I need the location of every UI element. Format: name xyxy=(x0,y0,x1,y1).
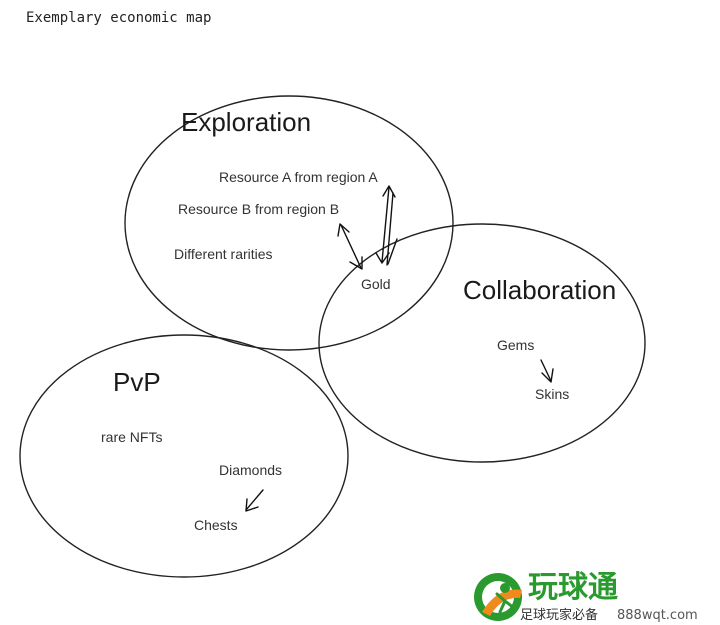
watermark-logo-icon xyxy=(474,573,522,621)
pvp-label: PvP xyxy=(113,367,161,397)
resource-a-label: Resource A from region A xyxy=(219,169,378,185)
chests-label: Chests xyxy=(194,517,238,533)
watermark-url: 888wqt.com xyxy=(617,608,698,623)
watermark-tagline: 足球玩家必备 xyxy=(520,607,598,623)
exploration-label: Exploration xyxy=(181,107,311,137)
diamonds-label: Diamonds xyxy=(219,462,282,478)
gold-label: Gold xyxy=(361,276,391,292)
collaboration-region xyxy=(318,223,646,463)
page-title: Exemplary economic map xyxy=(26,10,212,26)
rare-nfts-label: rare NFTs xyxy=(101,429,162,445)
collaboration-label: Collaboration xyxy=(463,275,616,305)
resource-b-label: Resource B from region B xyxy=(178,201,339,217)
watermark: 玩球通 足球玩家必备 888wqt.com xyxy=(474,570,698,623)
gems-label: Gems xyxy=(497,337,534,353)
pvp-region xyxy=(19,334,349,578)
arrow-resource-a-gold xyxy=(375,185,398,266)
exploration-region xyxy=(124,95,454,351)
different-rarities-label: Different rarities xyxy=(174,246,273,262)
arrow-resource-b-gold xyxy=(337,223,363,270)
arrow-gems-skins xyxy=(540,359,554,383)
skins-label: Skins xyxy=(535,386,569,402)
watermark-brand: 玩球通 xyxy=(528,570,618,605)
arrow-diamonds-chests xyxy=(245,489,264,512)
